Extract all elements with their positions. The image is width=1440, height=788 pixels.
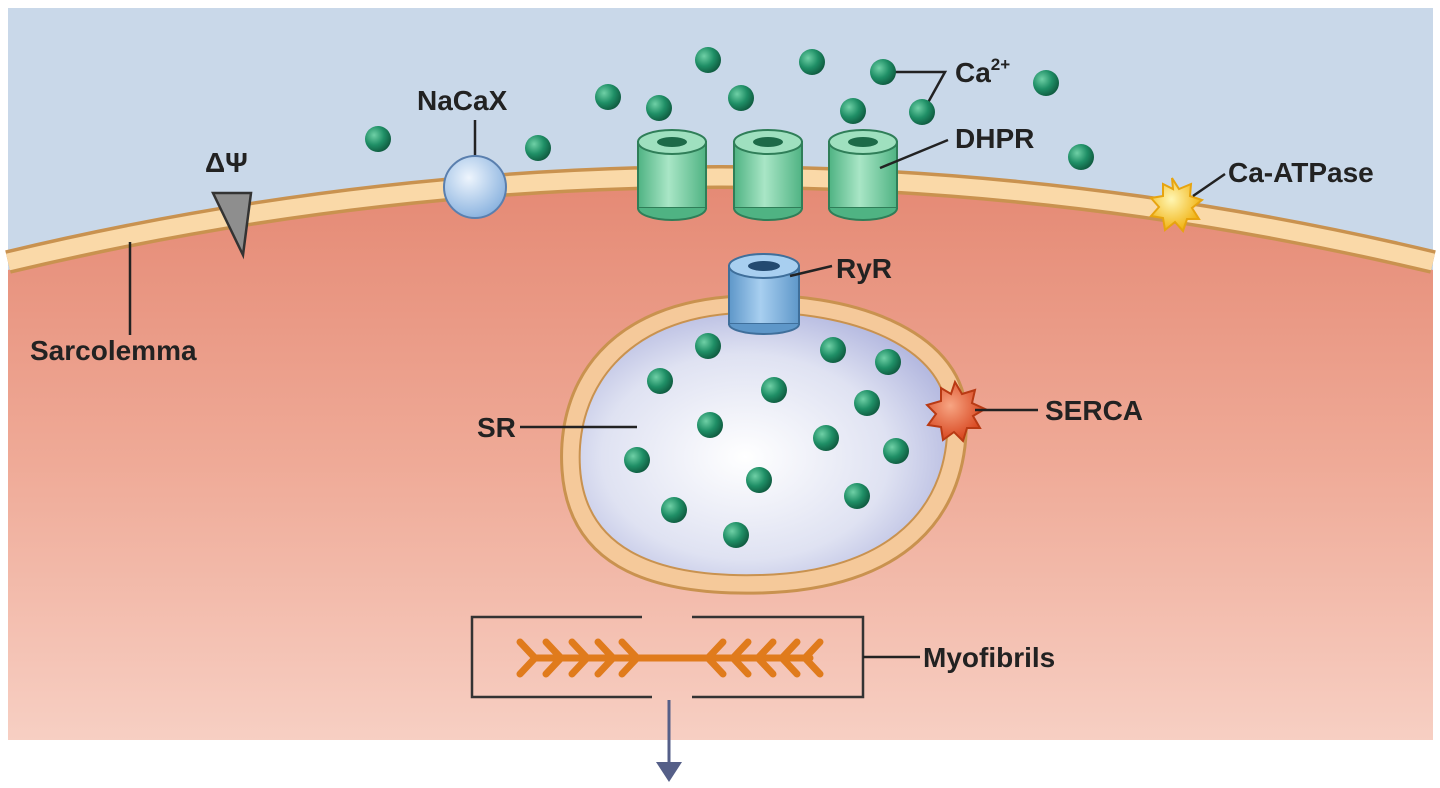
calcium-ion-icon xyxy=(1068,144,1094,170)
calcium-ion-icon xyxy=(875,349,901,375)
dhpr-label: DHPR xyxy=(955,123,1034,154)
delta-psi-label: ΔΨ xyxy=(205,147,248,178)
dhpr-channel xyxy=(637,129,707,221)
dhpr-channel xyxy=(733,129,803,221)
calcium-ion-icon xyxy=(525,135,551,161)
calcium-ion-icon xyxy=(661,497,687,523)
ca-atpase-leader xyxy=(1192,172,1226,198)
calcium-ion-icon xyxy=(728,85,754,111)
calcium-ion-icon xyxy=(820,337,846,363)
calcium-ion-icon xyxy=(761,377,787,403)
calcium-ion-icon xyxy=(870,59,896,85)
ryr-label: RyR xyxy=(836,253,892,284)
calcium-ion-icon xyxy=(697,412,723,438)
nacax-label: NaCaX xyxy=(417,85,508,116)
ca-superscript: 2+ xyxy=(991,55,1010,74)
calcium-ion-icon xyxy=(695,333,721,359)
calcium-ion-icon xyxy=(595,84,621,110)
calcium-ion-icon xyxy=(883,438,909,464)
dhpr-channel xyxy=(828,129,898,221)
extracellular-calcium-ions xyxy=(365,47,1094,170)
calcium-ion-icon xyxy=(647,368,673,394)
ca-atpase-pump-icon xyxy=(1149,177,1205,233)
calcium-ion-icon xyxy=(813,425,839,451)
sr-label: SR xyxy=(477,412,516,443)
ca-label-text: Ca xyxy=(955,57,991,88)
ca-leader xyxy=(890,70,948,109)
serca-pump-icon xyxy=(925,379,988,443)
calcium-ion-icon xyxy=(646,95,672,121)
myofibrils-label: Myofibrils xyxy=(923,642,1055,673)
calcium-ion-icon xyxy=(746,467,772,493)
ca-atpase-label: Ca-ATPase xyxy=(1228,157,1374,188)
calcium-ion-icon xyxy=(624,447,650,473)
calcium-ion-icon xyxy=(909,99,935,125)
sarcolemma-membrane xyxy=(6,168,1435,271)
calcium-ion-icon xyxy=(365,126,391,152)
sarcolemma-label: Sarcolemma xyxy=(30,335,197,366)
ryr-leader xyxy=(789,264,833,278)
sr-calcium-ions xyxy=(624,333,909,548)
calcium-ion-icon xyxy=(723,522,749,548)
ryr-channel xyxy=(728,253,800,335)
nacax-exchanger-icon xyxy=(443,155,507,219)
contraction-arrow-icon xyxy=(656,700,682,782)
dhpr-leader xyxy=(879,138,949,170)
voltage-triangle-icon xyxy=(211,191,253,260)
calcium-ion-icon xyxy=(854,390,880,416)
calcium-ion-icon xyxy=(695,47,721,73)
calcium-ion-icon xyxy=(1033,70,1059,96)
calcium-ion-icon xyxy=(799,49,825,75)
ca-label: Ca2+ xyxy=(955,55,1010,88)
serca-label: SERCA xyxy=(1045,395,1143,426)
myofibril-icon xyxy=(516,638,824,678)
calcium-ion-icon xyxy=(840,98,866,124)
calcium-ion-icon xyxy=(844,483,870,509)
